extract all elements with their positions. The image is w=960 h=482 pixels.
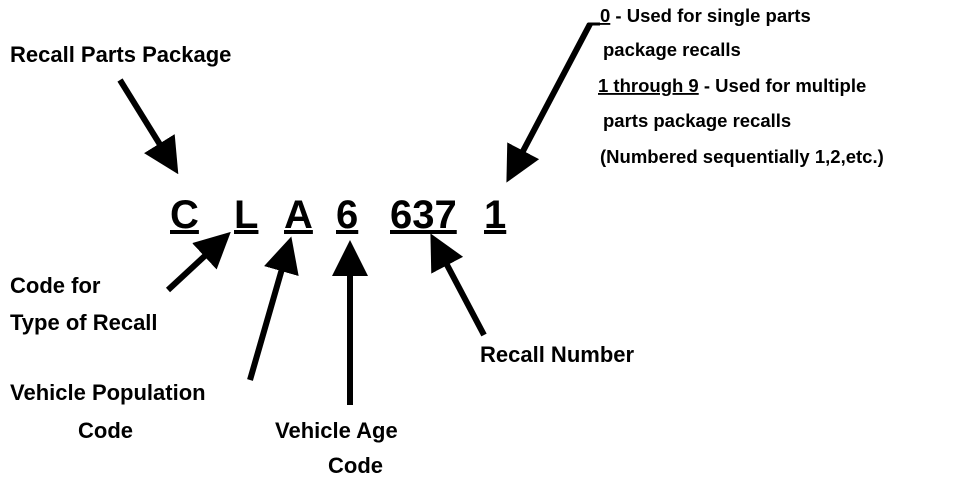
label-recall-number: Recall Number [480,342,634,367]
note-zero: 0 [600,5,610,26]
code-population-char: L [234,193,258,237]
label-type-line2: Type of Recall [10,310,158,335]
arrow-package-digit [506,22,593,183]
arrow-type [165,231,231,293]
code-age-char: A [284,193,313,237]
label-recall-parts-package: Recall Parts Package [10,42,231,67]
note-range-text: - Used for multiple [699,75,867,96]
note-line3: 1 through 9 - Used for multiple [598,75,866,96]
note-line4: parts package recalls [603,110,791,131]
label-population-line1: Vehicle Population [10,380,206,405]
arrow-parts-package [117,78,179,175]
code-recall-number: 637 [390,193,457,237]
arrow-population [247,236,299,381]
label-population-line2: Code [78,418,133,443]
note-zero-text: - Used for single parts [610,5,810,26]
note-line2: package recalls [603,39,741,60]
code-type-char: C [170,193,199,237]
note-line1: 0 - Used for single parts [600,5,811,26]
code-age-digit: 6 [336,193,358,237]
label-age-line1: Vehicle Age [275,418,398,443]
note-line5: (Numbered sequentially 1,2,etc.) [600,146,884,167]
label-type-line1: Code for [10,273,101,298]
arrow-recall-number [430,233,487,337]
label-age-line2: Code [328,453,383,478]
code-package-digit: 1 [484,193,506,237]
note-range: 1 through 9 [598,75,699,96]
